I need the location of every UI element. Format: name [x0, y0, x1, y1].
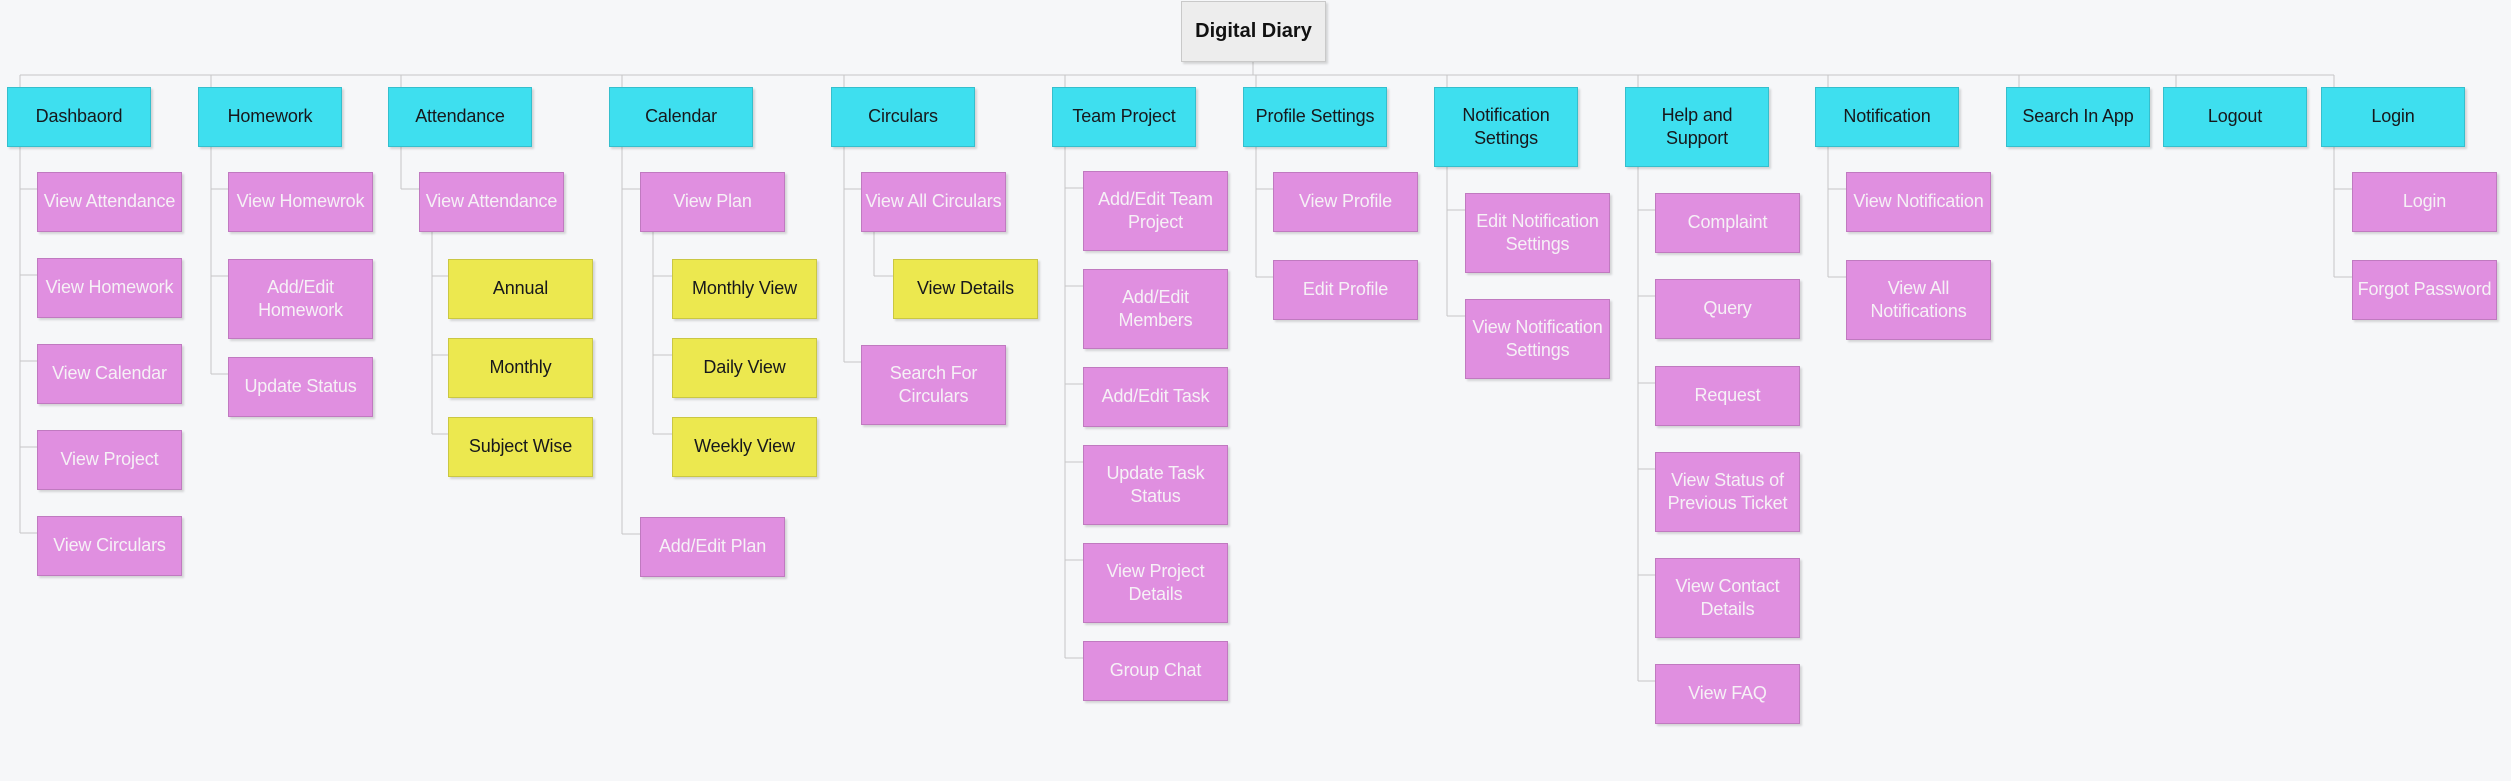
node-help-view-faq: View FAQ — [1655, 664, 1800, 724]
node-help-query: Query — [1655, 279, 1800, 339]
node-homework-add-edit-homework: Add/Edit Homework — [228, 259, 373, 339]
node-calendar-add-edit-plan: Add/Edit Plan — [640, 517, 785, 577]
node-help-view-status-previous-ticket: View Status of Previous Ticket — [1655, 452, 1800, 532]
node-team-add-edit-team-project: Add/Edit Team Project — [1083, 171, 1228, 251]
node-team-add-edit-task: Add/Edit Task — [1083, 367, 1228, 427]
node-homework-view-homewrok: View Homewrok — [228, 172, 373, 232]
node-attendance-view-attendance: View Attendance — [419, 172, 564, 232]
node-circulars: Circulars — [831, 87, 975, 147]
node-team-project: Team Project — [1052, 87, 1196, 147]
node-team-view-project-details: View Project Details — [1083, 543, 1228, 623]
node-help-and-support: Help and Support — [1625, 87, 1769, 167]
node-notification: Notification — [1815, 87, 1959, 147]
node-circulars-search-for-circulars: Search For Circulars — [861, 345, 1006, 425]
node-calendar-monthly-view: Monthly View — [672, 259, 817, 319]
node-notifset-edit-notification-settings: Edit Notification Settings — [1465, 193, 1610, 273]
node-dashboard-view-circulars: View Circulars — [37, 516, 182, 576]
node-attendance-subject-wise: Subject Wise — [448, 417, 593, 477]
node-login-forgot-password: Forgot Password — [2352, 260, 2497, 320]
node-help-complaint: Complaint — [1655, 193, 1800, 253]
node-dashboard-view-project: View Project — [37, 430, 182, 490]
node-profile-edit-profile: Edit Profile — [1273, 260, 1418, 320]
node-notification-settings: Notification Settings — [1434, 87, 1578, 167]
node-calendar-daily-view: Daily View — [672, 338, 817, 398]
node-digital-diary: Digital Diary — [1181, 1, 1326, 62]
node-team-group-chat: Group Chat — [1083, 641, 1228, 701]
node-search-in-app: Search In App — [2006, 87, 2150, 147]
node-help-request: Request — [1655, 366, 1800, 426]
node-login-login: Login — [2352, 172, 2497, 232]
node-attendance-monthly: Monthly — [448, 338, 593, 398]
node-attendance-annual: Annual — [448, 259, 593, 319]
node-login: Login — [2321, 87, 2465, 147]
node-notification-view-all-notifications: View All Notifications — [1846, 260, 1991, 340]
node-dashboard: Dashbaord — [7, 87, 151, 147]
node-profile-view-profile: View Profile — [1273, 172, 1418, 232]
node-help-view-contact-details: View Contact Details — [1655, 558, 1800, 638]
node-profile-settings: Profile Settings — [1243, 87, 1387, 147]
node-circulars-view-details: View Details — [893, 259, 1038, 319]
node-dashboard-view-homework: View Homework — [37, 258, 182, 318]
node-calendar-view-plan: View Plan — [640, 172, 785, 232]
node-attendance: Attendance — [388, 87, 532, 147]
node-calendar: Calendar — [609, 87, 753, 147]
node-team-update-task-status: Update Task Status — [1083, 445, 1228, 525]
node-notifset-view-notification-settings: View Notification Settings — [1465, 299, 1610, 379]
node-calendar-weekly-view: Weekly View — [672, 417, 817, 477]
node-dashboard-view-calendar: View Calendar — [37, 344, 182, 404]
node-dashboard-view-attendance: View Attendance — [37, 172, 182, 232]
node-logout: Logout — [2163, 87, 2307, 147]
node-circulars-view-all-circulars: View All Circulars — [861, 172, 1006, 232]
node-homework-update-status: Update Status — [228, 357, 373, 417]
node-team-add-edit-members: Add/Edit Members — [1083, 269, 1228, 349]
node-homework: Homework — [198, 87, 342, 147]
node-notification-view-notification: View Notification — [1846, 172, 1991, 232]
